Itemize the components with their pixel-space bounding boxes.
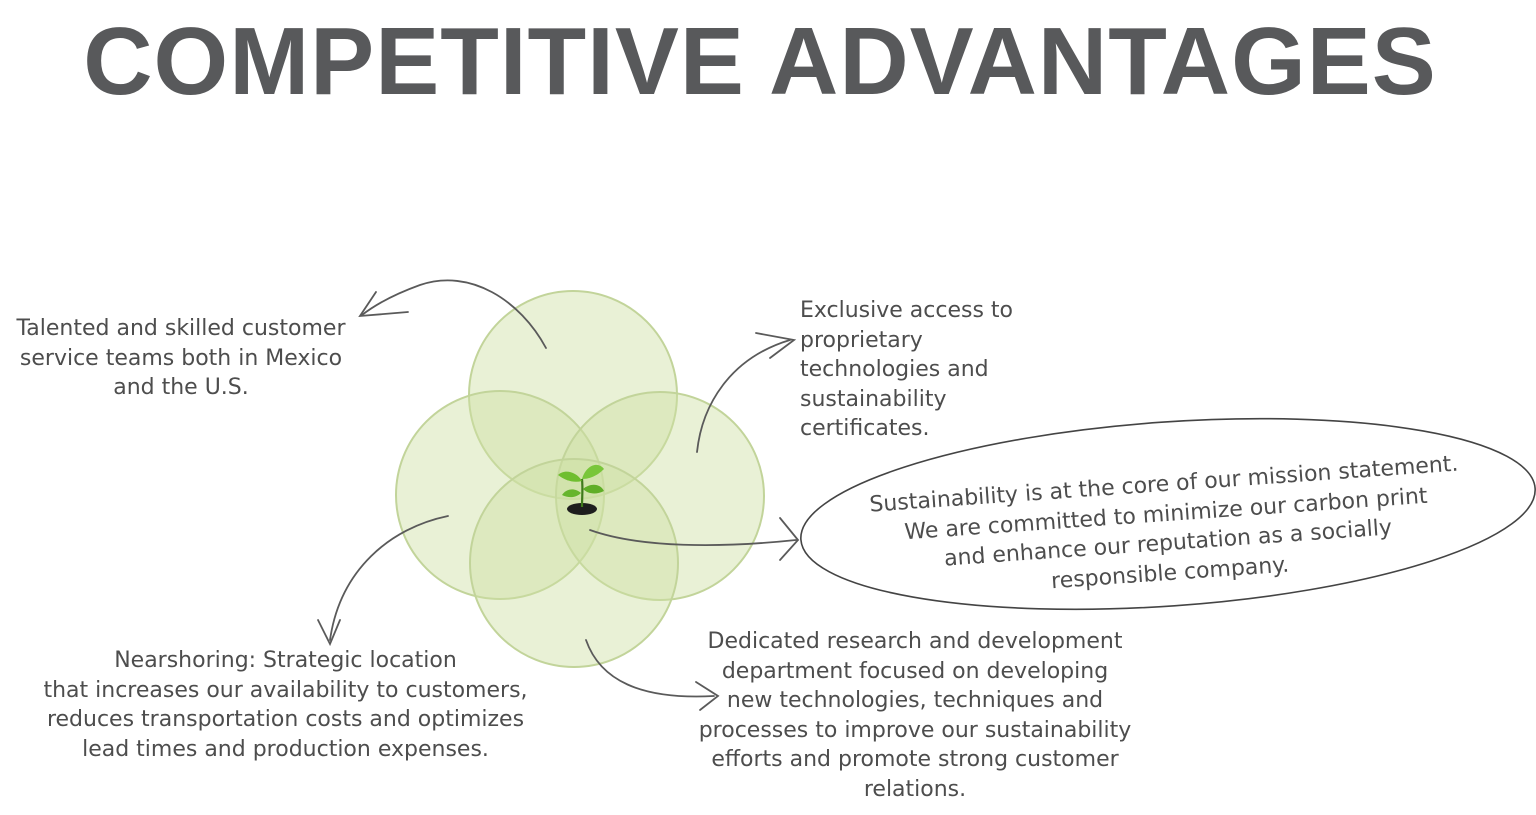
- note-line: and the U.S.: [113, 375, 249, 400]
- note-line: Dedicated research and development: [707, 629, 1123, 654]
- arrow-center-right: [589, 529, 797, 547]
- arrows: [317, 279, 800, 711]
- arrow-bottom-right: [585, 639, 715, 698]
- arrowhead-center-right: [779, 517, 800, 561]
- note-customer-service: Talented and skilled customer service te…: [6, 314, 356, 403]
- note-line: new technologies, techniques and: [726, 688, 1104, 713]
- note-line: certificates.: [800, 416, 930, 441]
- note-line: sustainability: [800, 386, 947, 412]
- note-line: relations.: [863, 776, 967, 802]
- arrow-top-right: [696, 339, 791, 453]
- note-line: proprietary: [800, 327, 923, 353]
- venn-circle-right: [555, 391, 765, 601]
- note-line: department focused on developing: [721, 658, 1109, 684]
- note-line: reduces transportation costs and optimiz…: [46, 707, 525, 732]
- page-title: COMPETITIVE ADVANTAGES: [83, 8, 1437, 115]
- arrowhead-top-right: [755, 332, 797, 359]
- note-line: service teams both in Mexico: [19, 345, 343, 371]
- note-line: technologies and: [800, 357, 989, 382]
- venn-circle-bottom: [469, 458, 679, 668]
- note-line: efforts and promote strong customer: [711, 747, 1119, 772]
- seedling-icon: [558, 464, 604, 515]
- note-line: Talented and skilled customer: [16, 316, 346, 341]
- note-proprietary-technologies: Exclusive access to proprietary technolo…: [800, 296, 1013, 444]
- arrow-top-left: [361, 279, 547, 349]
- note-line: Exclusive access to: [800, 298, 1014, 323]
- note-line: lead times and production expenses.: [82, 736, 489, 762]
- mission-ellipse: [800, 417, 1536, 611]
- note-line: Nearshoring: Strategic location: [114, 648, 457, 673]
- arrowhead-bottom-right: [695, 681, 720, 711]
- venn-circle-left: [395, 390, 605, 600]
- note-line: processes to improve our sustainability: [698, 717, 1132, 743]
- arrowhead-top-left: [358, 291, 409, 318]
- note-nearshoring: Nearshoring: Strategic location that inc…: [28, 646, 543, 764]
- arrow-bottom-left: [329, 515, 449, 641]
- venn-circles: [395, 290, 765, 668]
- note-line: that increases our availability to custo…: [43, 677, 528, 703]
- arrowhead-bottom-left: [317, 619, 341, 647]
- note-research-development: Dedicated research and development depar…: [688, 627, 1142, 804]
